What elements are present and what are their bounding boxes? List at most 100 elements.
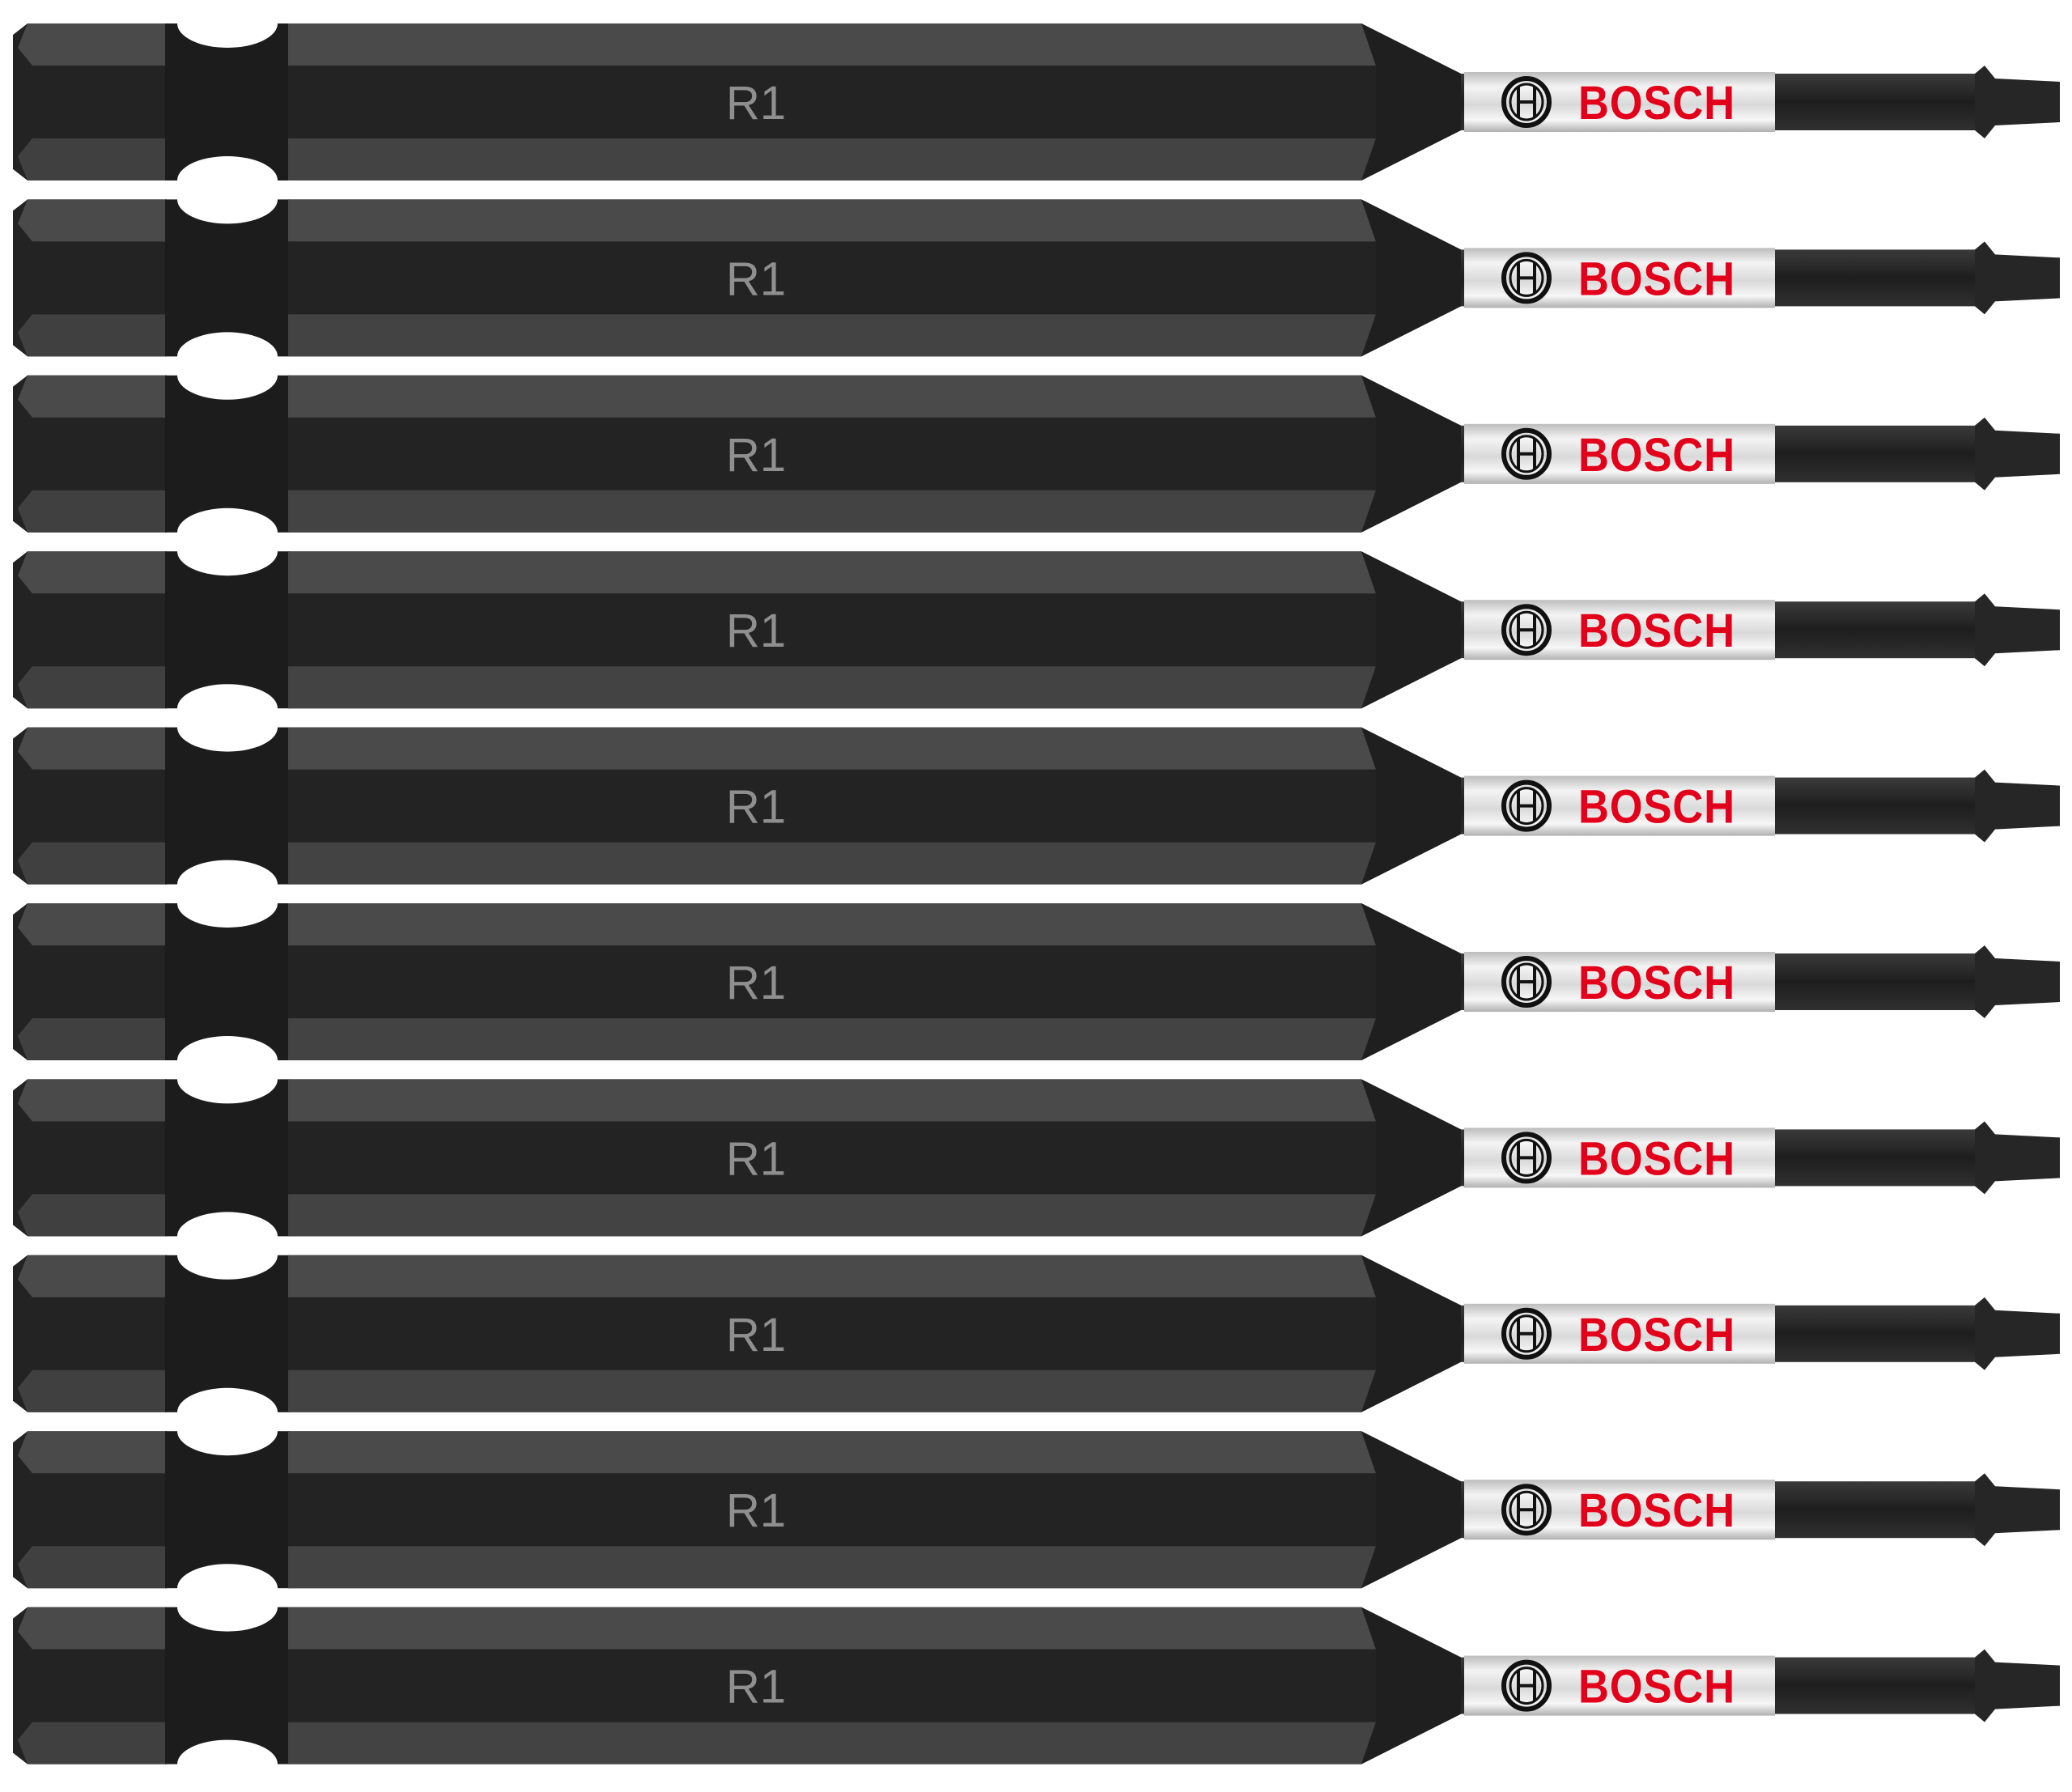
neck-taper: [1361, 727, 1461, 885]
brand-name: BOSCH: [1578, 605, 1735, 657]
logo-armature: [1517, 1142, 1536, 1174]
brand-name: BOSCH: [1578, 77, 1735, 130]
logo-armature: [1517, 1494, 1536, 1526]
logo-ring: [1501, 779, 1552, 832]
neck-taper: [1361, 1607, 1461, 1764]
groove: [165, 199, 290, 357]
hex-shank-facet: [288, 1255, 1376, 1297]
logo-inner-ring: [1509, 1314, 1544, 1353]
hex-head-facet: [18, 1255, 167, 1297]
bosch-armature-logo-icon: [1501, 1659, 1552, 1712]
groove: [165, 23, 290, 180]
hex-shank-facet: [288, 314, 1376, 357]
bosch-armature-logo-icon: [1501, 76, 1552, 128]
logo-armature: [1517, 1670, 1536, 1701]
logo-ring: [1501, 1484, 1552, 1536]
hex-shank-facet: [288, 551, 1376, 594]
hex-head-facet: [18, 551, 167, 594]
hex-shank-facet: [288, 1546, 1376, 1589]
brand-name: BOSCH: [1578, 1309, 1735, 1361]
square-tip: [1975, 417, 2060, 490]
hex-shank-facet: [288, 138, 1376, 180]
hex-head-facet: [18, 1018, 167, 1060]
groove-notch: [177, 879, 278, 928]
groove: [165, 551, 290, 709]
square-tip: [1975, 1121, 2060, 1195]
hex-shank-facet: [288, 1079, 1376, 1122]
bosch-armature-logo-icon: [1501, 956, 1552, 1008]
groove: [165, 1607, 290, 1764]
logo-armature: [1517, 87, 1536, 117]
groove: [165, 1255, 290, 1412]
bosch-armature-logo-icon: [1501, 1484, 1552, 1536]
hex-shank-facet: [288, 490, 1376, 533]
hex-head-facet: [18, 727, 167, 770]
groove: [165, 1079, 290, 1237]
neck-taper: [1361, 375, 1461, 533]
groove: [165, 903, 290, 1060]
bosch-armature-logo-icon: [1501, 1307, 1552, 1360]
hex-shank-facet: [288, 842, 1376, 885]
neck-taper: [1361, 23, 1461, 180]
groove-notch: [177, 1230, 278, 1280]
hex-head-facet: [18, 1194, 167, 1237]
bit-size-label: R1: [726, 1484, 786, 1537]
logo-armature: [1517, 1318, 1536, 1349]
neck-taper: [1361, 199, 1461, 357]
logo-inner-ring: [1509, 1490, 1544, 1529]
hex-head-facet: [18, 1607, 167, 1650]
square-tip: [1975, 593, 2060, 667]
logo-ring: [1501, 1659, 1552, 1712]
bit-size-label: R1: [726, 1132, 786, 1185]
groove-notch: [177, 1582, 278, 1632]
brand-name: BOSCH: [1578, 1661, 1735, 1713]
brand-name: BOSCH: [1578, 957, 1735, 1009]
hex-head-facet: [18, 1431, 167, 1474]
brand-name: BOSCH: [1578, 429, 1735, 482]
hex-head-facet: [18, 842, 167, 885]
logo-ring: [1501, 76, 1552, 128]
neck-taper: [1361, 1255, 1461, 1412]
logo-ring: [1501, 1132, 1552, 1184]
hex-shank-facet: [288, 1722, 1376, 1764]
square-tip: [1975, 66, 2060, 138]
groove-notch: [177, 0, 278, 48]
screwdriver-bit: BOSCH R1: [13, 903, 2060, 1060]
groove: [165, 375, 290, 533]
groove-notch: [177, 703, 278, 752]
hex-head-facet: [18, 23, 167, 66]
bit-size-label: R1: [726, 605, 786, 657]
groove-notch: [177, 1407, 278, 1456]
logo-ring: [1501, 604, 1552, 656]
logo-ring: [1501, 1307, 1552, 1360]
bit-size-label: R1: [726, 957, 786, 1009]
groove-notch: [177, 527, 278, 576]
neck-taper: [1361, 1431, 1461, 1589]
hex-head-facet: [18, 903, 167, 945]
hex-shank-facet: [288, 199, 1376, 242]
logo-armature: [1517, 790, 1536, 822]
hex-shank-facet: [288, 1607, 1376, 1650]
logo-armature: [1517, 966, 1536, 997]
square-tip: [1975, 1473, 2060, 1547]
hex-shank-facet: [288, 375, 1376, 418]
bosch-armature-logo-icon: [1501, 427, 1552, 480]
groove-notch: [177, 350, 278, 400]
groove-notch: [177, 1055, 278, 1104]
logo-inner-ring: [1509, 610, 1544, 649]
hex-head-facet: [18, 138, 167, 180]
hex-head-facet: [18, 314, 167, 357]
square-tip: [1975, 241, 2060, 315]
square-tip: [1975, 769, 2060, 843]
screwdriver-bit: BOSCH R1: [13, 551, 2060, 709]
logo-inner-ring: [1509, 787, 1544, 826]
